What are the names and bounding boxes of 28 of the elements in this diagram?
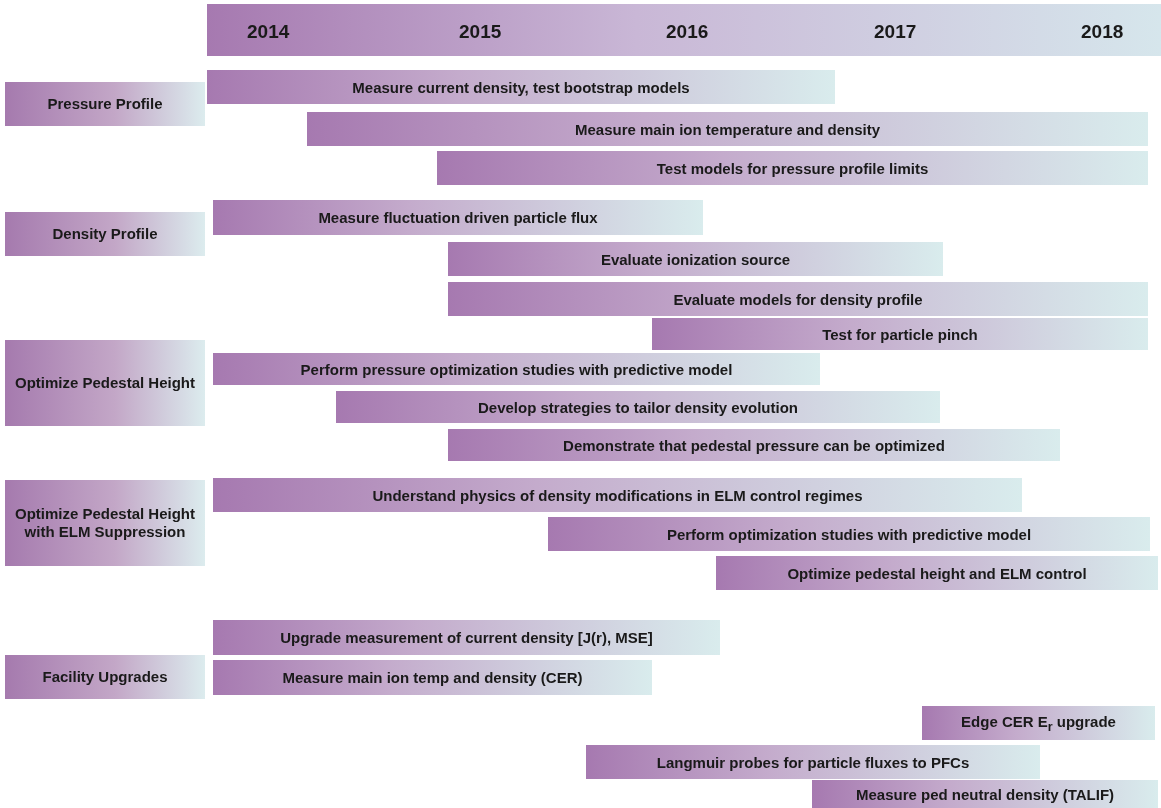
year-label: 2017 <box>874 21 917 43</box>
task-bar: Measure current density, test bootstrap models <box>207 70 835 104</box>
task-bar: Evaluate models for density profile <box>448 282 1148 316</box>
year-label: 2018 <box>1081 21 1124 43</box>
category-label: Optimize Pedestal Height with ELM Suppression <box>5 480 205 566</box>
year-label: 2016 <box>666 21 709 43</box>
year-label: 2014 <box>247 21 290 43</box>
task-bar: Evaluate ionization source <box>448 242 943 276</box>
task-bar: Demonstrate that pedestal pressure can be optimized <box>448 429 1060 461</box>
task-bar: Test models for pressure profile limits <box>437 151 1148 185</box>
category-label: Facility Upgrades <box>5 655 205 699</box>
task-bar: Upgrade measurement of current density [J(r), MSE] <box>213 620 720 655</box>
task-bar: Langmuir probes for particle fluxes to PFCs <box>586 745 1040 779</box>
category-label: Pressure Profile <box>5 82 205 126</box>
task-bar: Measure main ion temperature and density <box>307 112 1148 146</box>
year-label: 2015 <box>459 21 502 43</box>
category-label: Density Profile <box>5 212 205 256</box>
task-bar: Measure fluctuation driven particle flux <box>213 200 703 235</box>
task-bar: Develop strategies to tailor density evolution <box>336 391 940 423</box>
task-bar: Measure ped neutral density (TALIF) <box>812 780 1158 808</box>
task-bar: Understand physics of density modifications in ELM control regimes <box>213 478 1022 512</box>
task-bar: Optimize pedestal height and ELM control <box>716 556 1158 590</box>
task-bar: Test for particle pinch <box>652 318 1148 350</box>
task-bar: Edge CER E$_{r}$ upgrade <box>922 706 1155 740</box>
task-bar: Measure main ion temp and density (CER) <box>213 660 652 695</box>
task-bar: Perform optimization studies with predictive model <box>548 517 1150 551</box>
task-bar: Perform pressure optimization studies with predictive model <box>213 353 820 385</box>
category-label: Optimize Pedestal Height <box>5 340 205 426</box>
